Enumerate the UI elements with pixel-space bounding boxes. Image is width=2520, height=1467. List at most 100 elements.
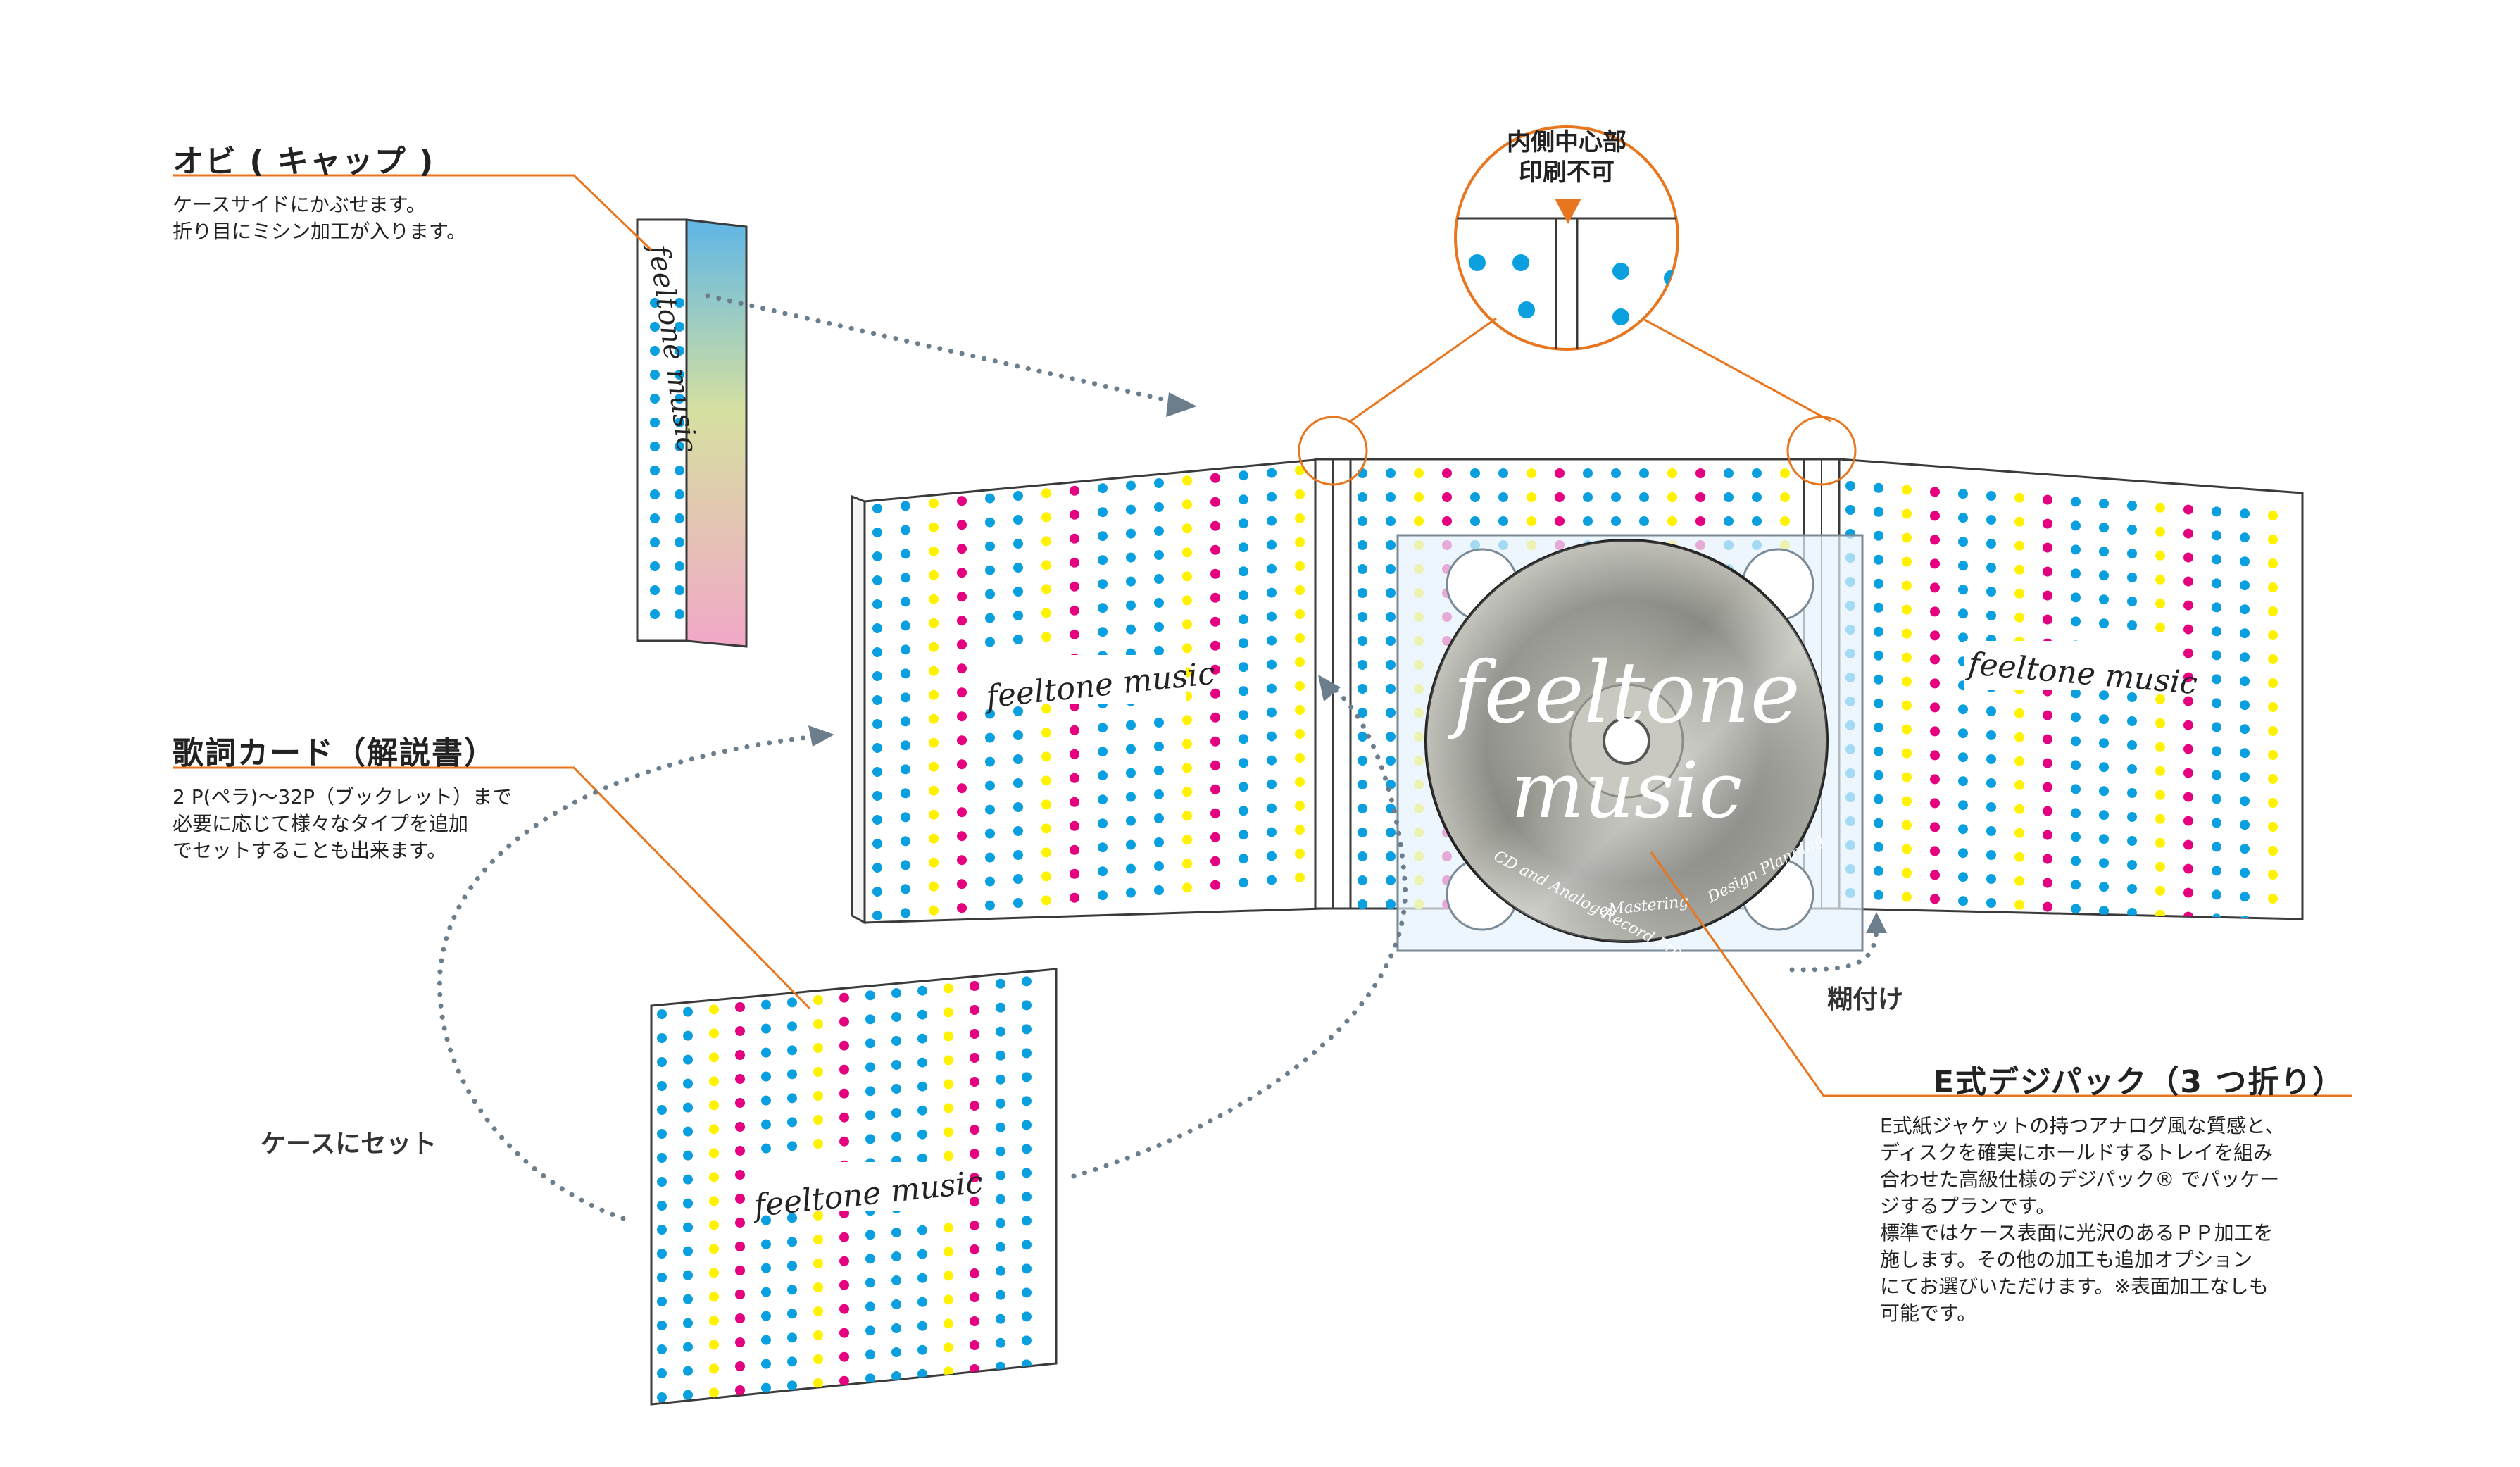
pattern-dot: [1267, 755, 1277, 766]
pattern-dot: [1874, 818, 1883, 828]
pattern-dot: [1239, 854, 1248, 864]
pattern-dot: [2240, 508, 2250, 519]
pattern-dot: [675, 489, 684, 499]
pattern-dot: [1154, 718, 1164, 728]
pattern-dot: [1414, 516, 1424, 526]
pattern-dot: [2099, 690, 2109, 701]
pattern-dot: [865, 1278, 875, 1288]
pattern-dot: [1958, 872, 1968, 882]
pattern-dot: [650, 609, 660, 619]
pattern-dot: [2240, 580, 2250, 591]
pattern-dot: [1041, 584, 1051, 594]
pattern-dot: [2268, 654, 2278, 664]
pattern-dot: [929, 785, 939, 796]
pattern-dot: [2099, 762, 2109, 773]
pattern-dot: [657, 1273, 667, 1282]
pattern-dot: [957, 735, 967, 746]
pattern-dot: [1239, 782, 1248, 792]
pattern-dot: [1902, 748, 1912, 759]
pattern-dot: [1182, 763, 1192, 773]
pattern-dot: [839, 1064, 849, 1075]
pattern-dot: [901, 908, 910, 918]
pattern-dot: [709, 1148, 719, 1159]
pattern-dot: [970, 1316, 979, 1327]
pattern-dot: [761, 1215, 771, 1225]
pattern-dot: [2099, 906, 2109, 916]
pattern-dot: [1013, 754, 1023, 764]
pattern-dot: [1295, 466, 1305, 475]
pattern-dot: [709, 1052, 719, 1063]
pattern-dot: [657, 1129, 667, 1139]
pattern-dot: [2071, 544, 2081, 555]
pattern-dot: [2183, 887, 2193, 898]
pattern-dot: [1013, 539, 1023, 549]
pattern-dot: [1902, 772, 1912, 782]
pattern-dot: [1154, 742, 1164, 751]
pattern-dot: [2099, 738, 2109, 749]
pattern-dot: [1126, 720, 1136, 730]
pattern-dot: [1126, 792, 1136, 802]
pattern-dot: [1930, 798, 1940, 809]
pattern-dot: [839, 992, 849, 1003]
pattern-dot: [1070, 749, 1079, 759]
pattern-dot: [901, 597, 910, 607]
pattern-dot: [2014, 732, 2024, 742]
pattern-dot: [2155, 813, 2165, 824]
pattern-dot: [1070, 892, 1079, 903]
pattern-dot: [2071, 832, 2081, 842]
pattern-dot: [1639, 516, 1649, 526]
pattern-dot: [891, 1132, 901, 1142]
pattern-dot: [1239, 878, 1248, 888]
pattern-dot: [675, 466, 684, 475]
pattern-dot: [1041, 704, 1051, 714]
pattern-dot: [1986, 898, 1996, 908]
pattern-dot: [1210, 592, 1220, 603]
pattern-dot: [2155, 885, 2165, 896]
pattern-dot: [839, 1016, 849, 1027]
pattern-dot: [1267, 731, 1277, 742]
set-in-case-label: ケースにセット: [261, 1130, 437, 1159]
pattern-dot: [839, 1040, 849, 1051]
pattern-dot: [683, 1126, 693, 1137]
pattern-dot: [917, 1033, 927, 1044]
pattern-dot: [1958, 608, 1968, 619]
pattern-dot: [985, 493, 995, 504]
pattern-dot: [944, 1247, 953, 1257]
pattern-dot: [813, 1282, 823, 1293]
pattern-dot: [1295, 849, 1305, 859]
pattern-dot: [1930, 582, 1940, 593]
pattern-dot: [872, 623, 882, 633]
pattern-dot: [872, 863, 882, 873]
pattern-dot: [985, 565, 995, 575]
pattern-dot: [1902, 892, 1912, 902]
pattern-dot: [675, 609, 684, 619]
pattern-dot: [944, 1342, 953, 1353]
pattern-dot: [2183, 672, 2193, 682]
pattern-dot: [1958, 848, 1968, 859]
pattern-dot: [1583, 492, 1593, 502]
pattern-dot: [1239, 806, 1248, 816]
pattern-dot: [2043, 542, 2052, 553]
pattern-dot: [2240, 652, 2250, 663]
pattern-dot: [1098, 770, 1108, 781]
pattern-dot: [1874, 674, 1883, 685]
pattern-dot: [787, 1285, 797, 1295]
pattern-dot: [1098, 627, 1108, 637]
pattern-dot: [970, 1197, 979, 1207]
pattern-dot: [1295, 825, 1305, 835]
pattern-dot: [2014, 875, 2024, 886]
pattern-dot: [944, 1055, 953, 1066]
pattern-dot: [891, 1275, 901, 1286]
pattern-dot: [2127, 740, 2137, 750]
pattern-dot: [2183, 839, 2193, 850]
pattern-dot: [1667, 468, 1677, 478]
pattern-dot: [709, 1100, 719, 1111]
pattern-dot: [901, 764, 910, 775]
pattern-dot: [891, 1299, 901, 1310]
pattern-dot: [1013, 515, 1023, 525]
pattern-dot: [1986, 730, 1996, 740]
pattern-dot: [1902, 700, 1912, 711]
pattern-dot: [1154, 574, 1164, 584]
pattern-dot: [1022, 1024, 1032, 1035]
pattern-dot: [787, 1237, 797, 1247]
